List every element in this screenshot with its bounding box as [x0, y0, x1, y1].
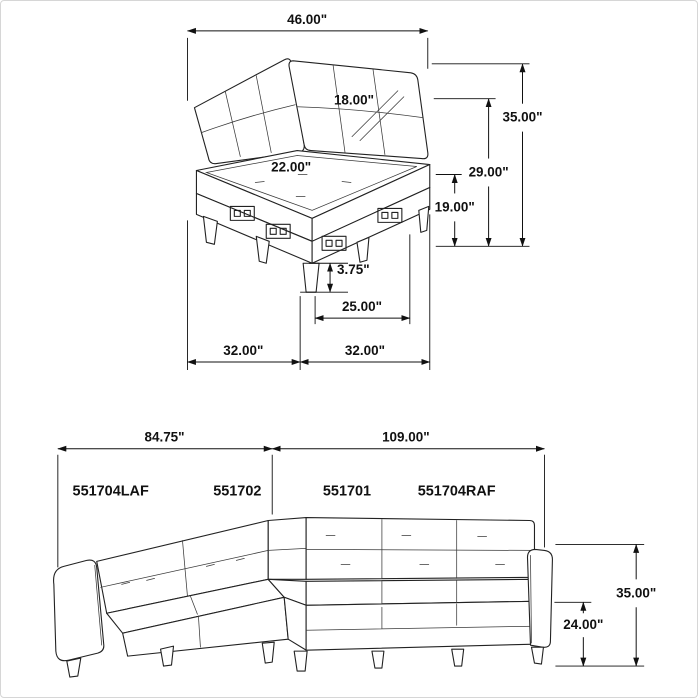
- sku-armless-1-label: 551701: [323, 484, 371, 500]
- leg: [371, 650, 385, 669]
- sectional-right-seat-front: [305, 600, 536, 651]
- bracket-4: [377, 207, 403, 223]
- bracket-1: [229, 205, 255, 221]
- sku-laf-label: 551704LAF: [73, 484, 149, 500]
- dim-leg-height-label: 3.75": [337, 262, 370, 277]
- corner-unit-dimensions: 46.00" 18.00" 22.00" 35.00" 29.00" 19.00…: [186, 12, 543, 370]
- dim-sectional-right-width: 109.00": [271, 430, 545, 548]
- dim-sectional-left-width: 84.75": [57, 430, 273, 568]
- sectional-drawing: [53, 516, 553, 678]
- corner-seat-dimples: [254, 174, 352, 197]
- leg: [255, 235, 270, 264]
- sku-raf-label: 551704RAF: [418, 484, 496, 500]
- leg: [261, 641, 275, 664]
- dim-overall-height: 35.00": [431, 63, 543, 247]
- corner-right-back-cushion: [288, 60, 429, 160]
- leg: [293, 650, 308, 672]
- leg: [418, 205, 430, 233]
- dim-overall-width: 46.00": [186, 12, 429, 101]
- dim-sectional-height-label: 35.00": [616, 585, 656, 600]
- leg: [202, 215, 218, 245]
- dim-seat-height-label: 19.00": [435, 199, 475, 214]
- dim-seat-height: 19.00": [435, 174, 475, 247]
- dim-leg-height: 3.75": [300, 262, 370, 293]
- dim-overall-height-label: 35.00": [502, 110, 542, 125]
- dim-back-height-label: 29.00": [469, 164, 509, 179]
- dim-sectional-left-width-label: 84.75": [145, 430, 185, 445]
- sectional-left-seat-split: [190, 595, 201, 648]
- dim-front-leg-spacing: 25.00": [314, 234, 411, 325]
- corner-left-back-cushion: [193, 58, 305, 165]
- corner-unit-drawing: [193, 58, 431, 293]
- sku-armless-2-label: 551702: [213, 484, 261, 500]
- dim-sectional-height: 35.00": [555, 543, 656, 667]
- corner-seat-seam: [204, 155, 417, 211]
- leg: [451, 648, 465, 667]
- dim-back-cushion-label: 18.00": [334, 93, 374, 108]
- dim-arm-height-label: 24.00": [563, 617, 603, 632]
- sectional-right-arm: [526, 548, 553, 648]
- corner-back-tuft-lines: [201, 64, 424, 157]
- sectional-right-back: [305, 516, 536, 580]
- bracket-2: [265, 223, 291, 239]
- sectional-legs: [66, 641, 544, 678]
- leg: [159, 645, 175, 667]
- sectional-left-back-tufts: [100, 540, 269, 597]
- sectional-right-back-tufts: [305, 519, 535, 579]
- sectional-corner-seat-front: [283, 596, 307, 651]
- leg: [530, 646, 544, 665]
- dim-base-widths: 32.00" 32.00": [186, 214, 431, 370]
- bracket-3: [321, 235, 347, 251]
- sectional-sku-labels: 551704LAF 551702 551701 551704RAF: [73, 484, 496, 500]
- leg: [66, 657, 82, 678]
- corner-unit-legs: [202, 205, 430, 293]
- dim-base-left-label: 32.00": [223, 343, 263, 358]
- dim-back-height: 29.00": [433, 98, 509, 247]
- connector-brackets: [229, 205, 403, 251]
- dim-arm-height: 24.00": [554, 601, 603, 667]
- dim-overall-width-label: 46.00": [287, 12, 327, 27]
- dim-seat-depth-label: 22.00": [271, 160, 311, 175]
- sectional-right-seat-seams: [305, 579, 535, 631]
- leg: [356, 236, 370, 263]
- leg: [302, 262, 320, 293]
- dim-base-right-label: 32.00": [345, 343, 385, 358]
- dim-front-leg-spacing-label: 25.00": [342, 299, 382, 314]
- sectional-left-arm: [53, 559, 105, 662]
- dim-sectional-right-width-label: 109.00": [382, 430, 430, 445]
- sectional-dimensions: 84.75" 109.00" 35.00" 24.00": [57, 430, 656, 667]
